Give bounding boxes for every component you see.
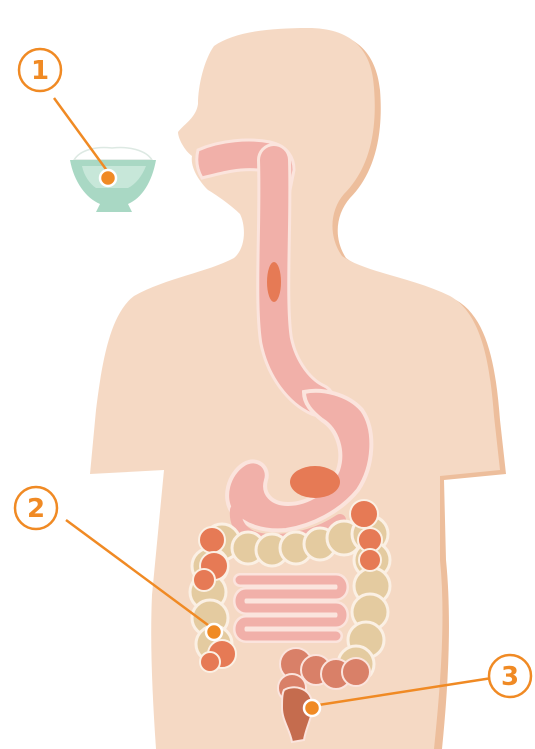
callout-dot-3	[304, 700, 320, 716]
callout-dot-2	[206, 624, 222, 640]
badge-1-label: 1	[31, 56, 49, 86]
small-intestine	[240, 580, 342, 636]
badge-2-label: 2	[27, 494, 45, 524]
stomach-food	[290, 466, 340, 498]
food-bolus	[267, 262, 281, 302]
callout-dot-1	[100, 170, 116, 186]
badge-3-label: 3	[501, 662, 519, 692]
rice	[74, 148, 152, 161]
